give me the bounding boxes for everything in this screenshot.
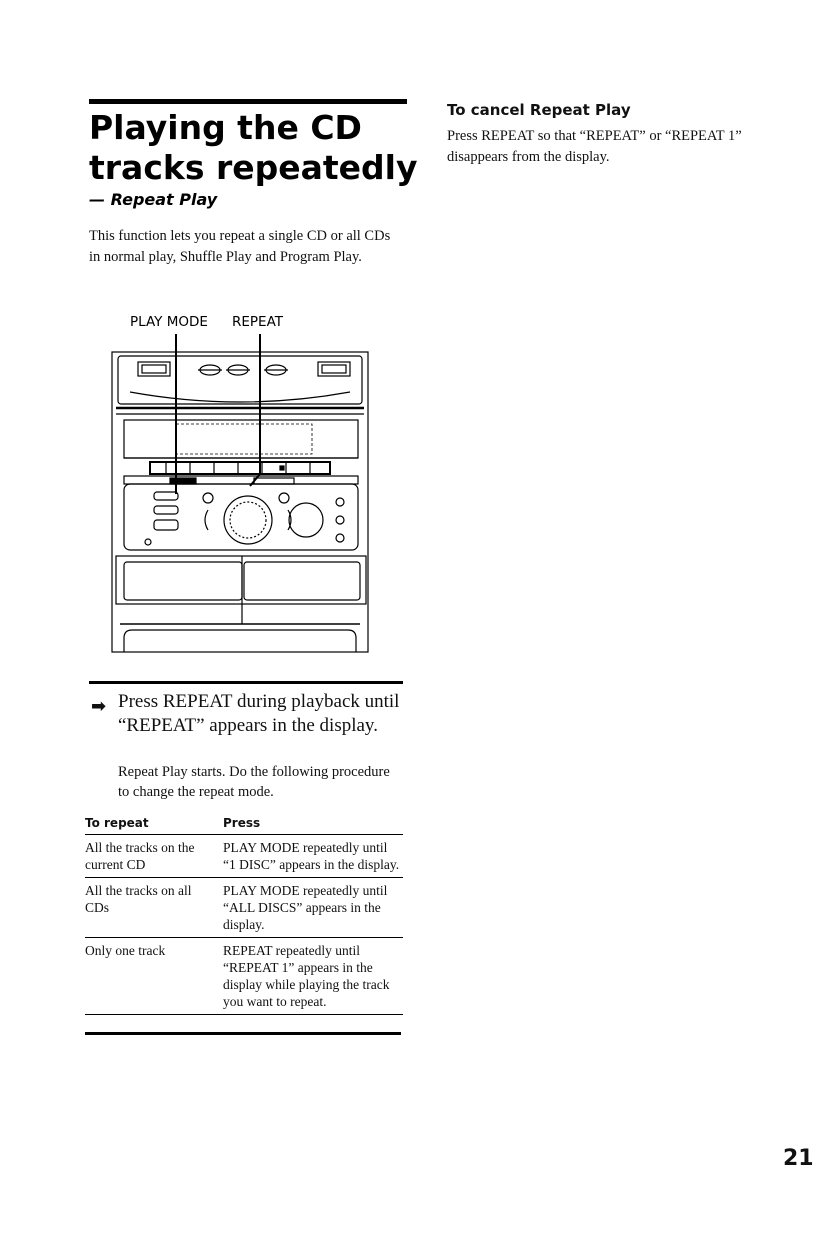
bottom-rule	[85, 1032, 401, 1035]
step-detail: Repeat Play starts. Do the following pro…	[118, 764, 390, 800]
step-instruction: Press REPEAT during playback until “REPE…	[118, 691, 400, 736]
arrow-right-icon: ➡	[91, 696, 107, 717]
table-row: All the tracks on the current CD PLAY MO…	[85, 834, 403, 878]
table-header-press: Press	[223, 812, 403, 835]
table-header-to-repeat: To repeat	[85, 812, 223, 835]
page-number: 21	[783, 1146, 814, 1171]
repeat-mode-table: To repeat Press All the tracks on the cu…	[85, 812, 403, 1015]
table-cell: PLAY MODE repeatedly until “ALL DISCS” a…	[223, 877, 403, 938]
page-subtitle: — Repeat Play	[89, 190, 218, 209]
intro-paragraph: This function lets you repeat a single C…	[89, 228, 391, 265]
table-cell: REPEAT repeatedly until “REPEAT 1” appea…	[223, 937, 403, 1015]
table-cell: Only one track	[85, 937, 223, 1015]
stereo-system-illustration	[111, 334, 369, 653]
table-cell: All the tracks on the current CD	[85, 834, 223, 878]
table-row: Only one track REPEAT repeatedly until “…	[85, 937, 403, 1015]
repeat-label: REPEAT	[232, 314, 284, 330]
step-top-rule	[89, 681, 403, 684]
cancel-section-text: Press REPEAT so that “REPEAT” or “REPEAT…	[447, 128, 742, 165]
cancel-section-title: To cancel Repeat Play	[447, 101, 631, 119]
table-cell: PLAY MODE repeatedly until “1 DISC” appe…	[223, 834, 403, 878]
table-header-row: To repeat Press	[85, 812, 403, 835]
play-mode-label: PLAY MODE	[130, 314, 208, 330]
table-cell: All the tracks on all CDs	[85, 877, 223, 938]
title-top-rule	[89, 99, 407, 104]
page-title: Playing the CD tracks repeatedly	[89, 108, 418, 187]
table-row: All the tracks on all CDs PLAY MODE repe…	[85, 877, 403, 938]
